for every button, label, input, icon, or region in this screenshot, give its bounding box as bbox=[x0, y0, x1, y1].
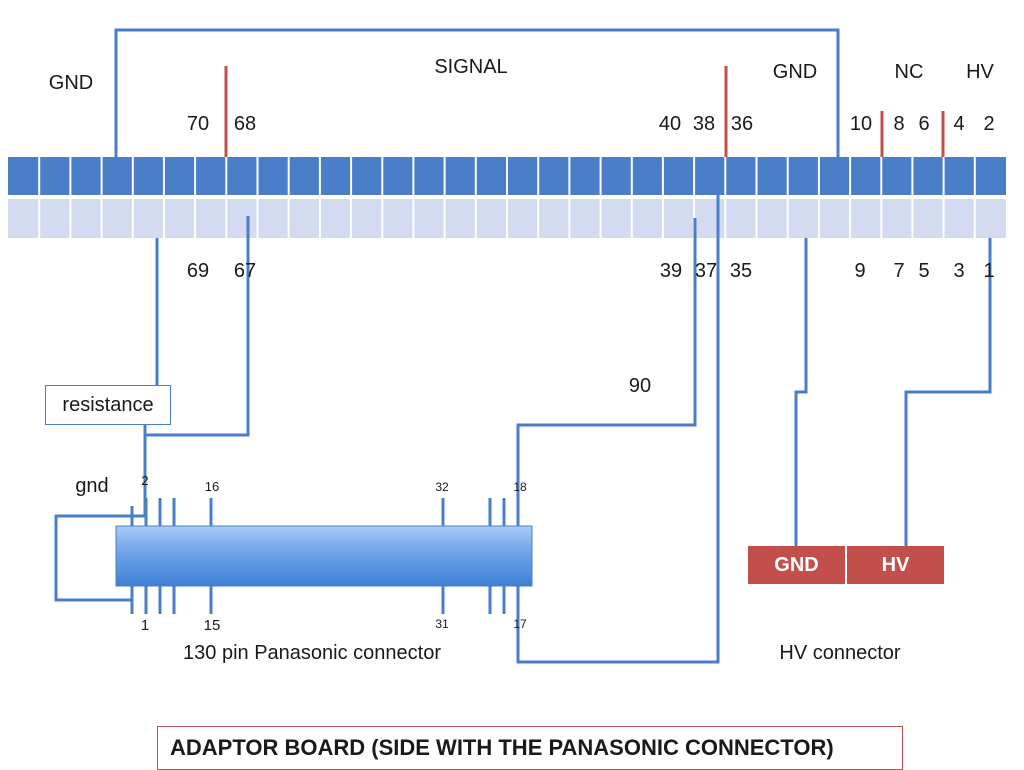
pin-number-70: 70 bbox=[186, 113, 210, 135]
pin-number-67: 67 bbox=[233, 260, 257, 282]
pin-number-40: 40 bbox=[658, 113, 682, 135]
panasonic-pin-2: 2 bbox=[141, 473, 149, 488]
pin-number-68: 68 bbox=[233, 113, 257, 135]
pin-header-strip bbox=[8, 157, 1006, 238]
pin39-wire bbox=[516, 218, 697, 526]
panasonic-pin-18: 18 bbox=[513, 480, 527, 494]
gnd-right-label: GND bbox=[772, 61, 818, 83]
pin-number-3: 3 bbox=[953, 260, 965, 282]
pin-number-1: 1 bbox=[983, 260, 995, 282]
pin-number-2: 2 bbox=[983, 113, 995, 135]
panasonic-pin-17: 17 bbox=[513, 617, 527, 631]
ninety-label: 90 bbox=[628, 375, 652, 397]
pin1-hv-wire bbox=[904, 238, 992, 546]
pin-number-35: 35 bbox=[729, 260, 753, 282]
pin67-wire bbox=[145, 216, 250, 437]
panasonic-pin-32: 32 bbox=[435, 480, 449, 494]
pin9-gnd-wire bbox=[794, 238, 808, 546]
pin-number-7: 7 bbox=[893, 260, 905, 282]
panasonic-connector bbox=[115, 498, 533, 614]
resistance-box: resistance bbox=[45, 385, 171, 425]
pin-number-36: 36 bbox=[730, 113, 754, 135]
pin-number-5: 5 bbox=[918, 260, 930, 282]
pin-number-6: 6 bbox=[918, 113, 930, 135]
signal-label: SIGNAL bbox=[434, 56, 508, 78]
pin-number-39: 39 bbox=[659, 260, 683, 282]
nc-label: NC bbox=[894, 61, 924, 83]
panasonic-pin-1: 1 bbox=[140, 617, 150, 634]
panasonic-caption: 130 pin Panasonic connector bbox=[183, 642, 441, 664]
gnd-small-label: gnd bbox=[75, 475, 109, 497]
pin-number-69: 69 bbox=[186, 260, 210, 282]
pin-number-10: 10 bbox=[849, 113, 873, 135]
gnd-bridge-wire bbox=[114, 28, 840, 160]
wires bbox=[54, 28, 992, 664]
hv-caption: HV connector bbox=[779, 642, 901, 664]
page-title: ADAPTOR BOARD (SIDE WITH THE PANASONIC C… bbox=[157, 726, 903, 770]
pin-number-38: 38 bbox=[692, 113, 716, 135]
hv-label: HV bbox=[966, 61, 994, 83]
gnd-left-label: GND bbox=[48, 72, 94, 94]
pin-number-4: 4 bbox=[953, 113, 965, 135]
connector-body bbox=[115, 525, 533, 587]
panasonic-pin-31: 31 bbox=[435, 617, 449, 631]
panasonic-pin-15: 15 bbox=[203, 617, 221, 634]
hv-connector-gnd: GND bbox=[748, 546, 845, 584]
panasonic-pin-16: 16 bbox=[204, 479, 220, 494]
pin-number-37: 37 bbox=[694, 260, 718, 282]
hv-connector-hv: HV bbox=[847, 546, 944, 584]
pin37-wire bbox=[516, 195, 720, 664]
pin-number-9: 9 bbox=[854, 260, 866, 282]
cell-dividers bbox=[38, 157, 976, 238]
gnd-wire bbox=[54, 425, 147, 602]
connector-pin-ticks bbox=[130, 498, 520, 614]
red-pin-markers bbox=[224, 66, 945, 157]
pin-number-8: 8 bbox=[893, 113, 905, 135]
